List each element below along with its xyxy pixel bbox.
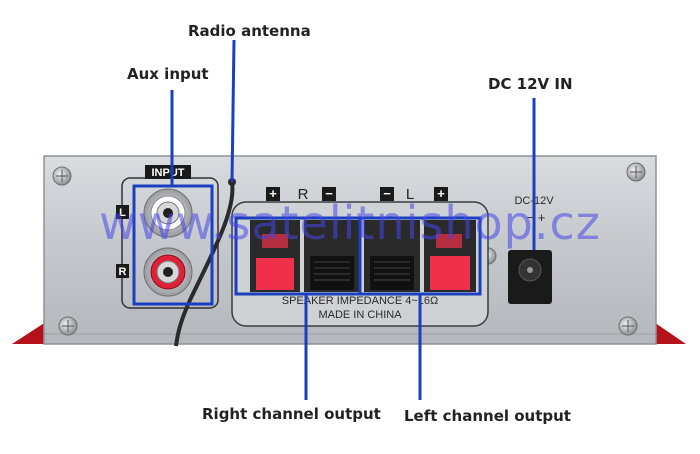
jack-label-left: L [119,207,126,219]
screw-icon [58,316,78,336]
screw-icon [626,162,646,182]
red-foot-right [648,318,686,344]
speaker-channel-l: L [406,186,414,203]
left-output-label: Left channel output [404,407,571,425]
dc-polarity: − + [527,210,546,225]
plus-sign: + [269,186,277,201]
speaker-terminal-l-plus [424,220,476,292]
red-foot-left [12,318,52,344]
right-output-label: Right channel output [202,405,381,423]
plus-sign: + [437,186,445,201]
input-label: INPUT [152,167,185,179]
minus-sign: − [325,186,333,201]
dc-jack [508,250,552,304]
rca-jack-left [143,188,193,238]
speaker-terminal-r-plus [250,220,300,292]
screw-icon [52,166,72,186]
speaker-terminal-r-minus [304,220,360,292]
radio-antenna-label: Radio antenna [188,22,311,40]
speaker-channel-r: R [298,186,309,203]
made-in-text: MADE IN CHINA [318,309,402,321]
impedance-text: SPEAKER IMPEDANCE 4~16Ω [282,295,438,307]
antenna-wire [174,181,235,347]
speaker-output-callout-box [234,216,482,296]
speaker-terminal-l-minus [364,220,420,292]
dc-in-label: DC 12V IN [488,75,573,93]
screw-icon [618,316,638,336]
radio-antenna-leader [230,39,236,183]
minus-sign: − [383,186,391,201]
aux-input-label: Aux input [127,65,209,83]
jack-label-right: R [119,266,127,278]
rca-jack-right [143,247,193,297]
input-label-box [145,165,191,179]
